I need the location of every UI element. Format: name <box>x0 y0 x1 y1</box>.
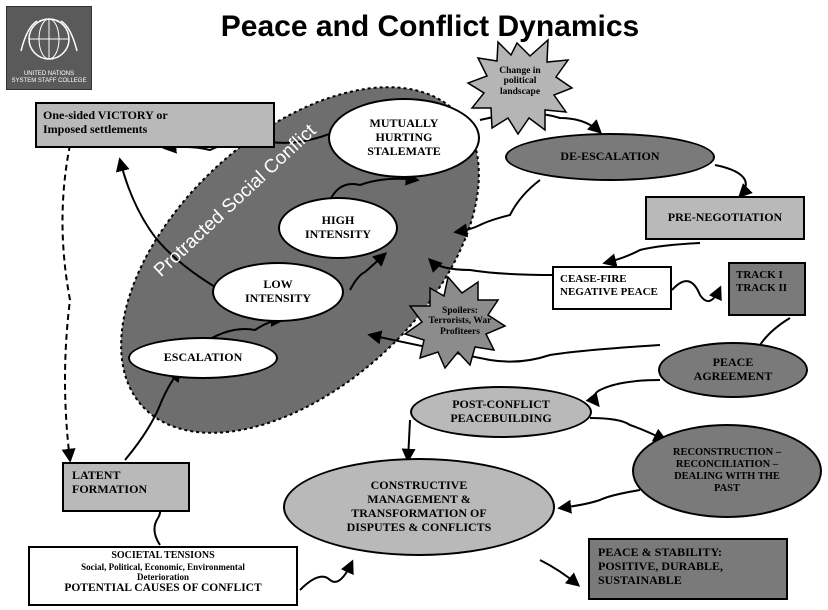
change-political-star <box>466 38 574 136</box>
track-box: TRACK I TRACK II <box>728 262 806 316</box>
reconstruction-label: RECONSTRUCTION – RECONCILIATION – DEALIN… <box>672 446 782 495</box>
constructive-label: CONSTRUCTIVE MANAGEMENT & TRANSFORMATION… <box>346 478 492 534</box>
un-logo: UNITED NATIONS SYSTEM STAFF COLLEGE <box>6 6 92 90</box>
peace-agreement-ellipse: PEACE AGREEMENT <box>658 342 808 398</box>
reconstruction-ellipse: RECONSTRUCTION – RECONCILIATION – DEALIN… <box>632 424 822 518</box>
de-escalation-ellipse: DE-ESCALATION <box>505 133 715 181</box>
low-intensity-label: LOW INTENSITY <box>244 277 312 305</box>
arrow-victory-to-latent <box>61 144 76 463</box>
spoilers-label: Spoilers: Terrorists, War Profiteers <box>428 306 492 337</box>
arrow-ceasefire-to-low <box>428 258 556 276</box>
societal-tensions-box: SOCIETAL TENSIONS Social, Political, Eco… <box>28 546 298 606</box>
societal-footer: POTENTIAL CAUSES OF CONFLICT <box>64 582 262 595</box>
pre-negotiation-label: PRE-NEGOTIATION <box>667 210 783 225</box>
arrow-societal-to-constructive <box>299 559 354 591</box>
arrow-low-to-victory <box>115 157 221 291</box>
arrow-ceasefire-to-track <box>671 280 722 303</box>
arrow-constructive-to-stability <box>539 559 581 587</box>
arrow-prenegotiation-to-ceasefire <box>602 242 701 268</box>
peace-stability-box: PEACE & STABILITY: POSITIVE, DURABLE, SU… <box>588 538 788 600</box>
arrow-high-to-mutual <box>329 171 420 201</box>
arrow-deescalation-to-prenegotiation <box>714 164 753 198</box>
societal-title: SOCIETAL TENSIONS <box>111 550 215 561</box>
high-intensity-ellipse: HIGH INTENSITY <box>278 197 398 259</box>
pre-negotiation-box: PRE-NEGOTIATION <box>645 196 805 240</box>
arrow-postconflict-to-constructive <box>401 419 416 463</box>
globe-icon <box>20 18 78 60</box>
arrow-peace-to-escalation <box>367 330 661 363</box>
mutually-hurting-label: MUTUALLY HURTING STALEMATE <box>367 116 441 158</box>
mutually-hurting-ellipse: MUTUALLY HURTING STALEMATE <box>328 98 480 178</box>
societal-body: Social, Political, Economic, Environment… <box>81 561 245 582</box>
arrow-postconflict-to-reconstruction <box>589 417 668 442</box>
constructive-ellipse: CONSTRUCTIVE MANAGEMENT & TRANSFORMATION… <box>283 458 555 556</box>
escalation-label: ESCALATION <box>163 350 243 365</box>
arrow-deescalation-to-high <box>453 179 541 238</box>
victory-box: One-sided VICTORY or Imposed settlements <box>35 102 275 148</box>
ceasefire-box: CEASE-FIRE NEGATIVE PEACE <box>552 266 672 310</box>
arrow-peace-to-postconflict <box>585 379 661 408</box>
low-intensity-ellipse: LOW INTENSITY <box>212 262 344 322</box>
page-title: Peace and Conflict Dynamics <box>220 10 640 43</box>
post-conflict-label: POST-CONFLICT PEACEBUILDING <box>450 397 552 425</box>
spoilers-star <box>403 275 507 370</box>
high-intensity-label: HIGH INTENSITY <box>304 213 372 241</box>
latent-formation-box: LATENT FORMATION <box>62 462 190 512</box>
arrow-low-to-high <box>349 252 388 291</box>
arrow-reconstruction-to-constructive <box>557 489 641 514</box>
escalation-ellipse: ESCALATION <box>128 337 278 379</box>
arrow-latent-to-escalation <box>124 367 182 461</box>
post-conflict-ellipse: POST-CONFLICT PEACEBUILDING <box>410 386 592 438</box>
de-escalation-label: DE-ESCALATION <box>560 149 660 164</box>
peace-agreement-label: PEACE AGREEMENT <box>693 355 773 383</box>
change-political-label: Change in political landscape <box>499 66 541 97</box>
logo-text: UNITED NATIONS SYSTEM STAFF COLLEGE <box>11 71 87 85</box>
